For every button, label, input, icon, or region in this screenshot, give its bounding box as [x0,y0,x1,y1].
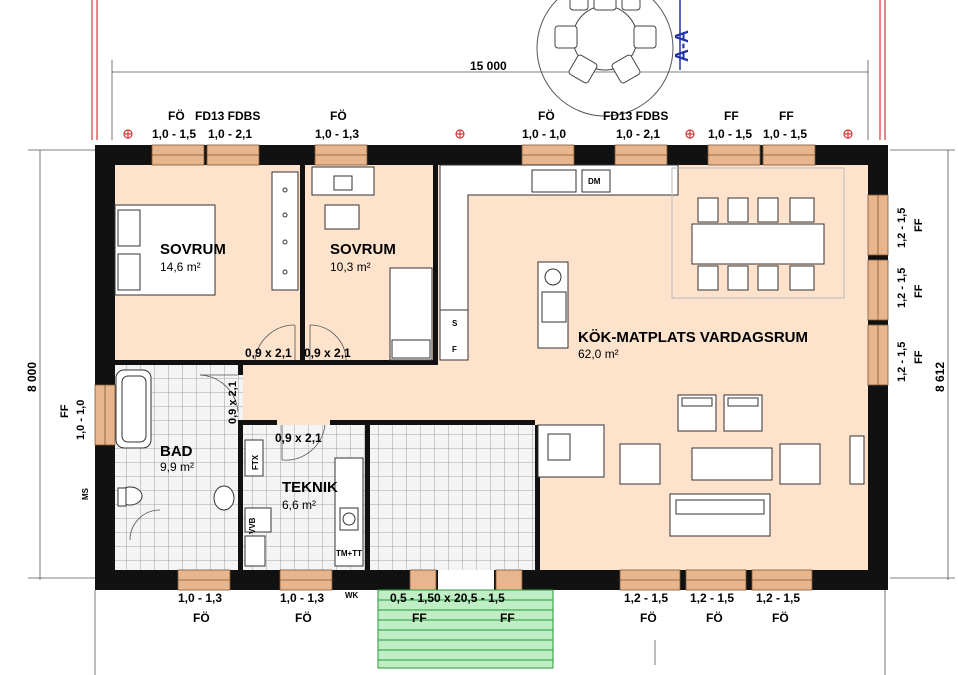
window-bottom-4-type: FÖ [706,610,723,625]
window-bottom-1-type: FÖ [193,610,210,625]
room-bad-name: BAD [160,443,193,460]
oven-f-label: F [452,345,457,354]
entrance-sizes: 0,5 - 1,50 x 20,5 - 1,5 [390,591,505,605]
window-right-3-size: 1,2 - 1,5 [896,342,908,382]
window-top-6-type: FF [724,109,739,123]
entrance-right-type: FF [500,611,515,625]
bottom-window-labels: 1,0 - 1,3 FÖ 1,0 - 1,3 FÖ 1,2 - 1,5 FÖ 1… [178,591,800,625]
window-left-type: FF [59,404,71,418]
vvb-label: VVB [248,517,257,534]
window-top-3-type: FÖ [330,108,347,123]
window-top-1-type: FÖ [168,108,185,123]
oven-s-label: S [452,319,458,328]
room-teknik-area: 6,6 m² [282,498,316,512]
dm-label: DM [588,177,601,186]
window-top-7-type: FF [779,109,794,123]
room-kok-area: 62,0 m² [578,347,619,361]
window-bottom-2-size: 1,0 - 1,3 [280,591,324,605]
room-bad-area: 9,9 m² [160,460,194,474]
outdoor-dining-set [536,0,674,117]
window-top-4-type: FÖ [538,108,555,123]
entrance-deck [377,589,554,669]
equipment-labels: FTX VVB TM+TT DM S F [248,177,601,558]
window-top-3-size: 1,0 - 1,3 [315,127,359,141]
room-sovrum-2-area: 10,3 m² [330,260,371,274]
room-kok-name: KÖK-MATPLATS VARDAGSRUM [578,329,808,346]
room-labels: SOVRUM 14,6 m² SOVRUM 10,3 m² KÖK-MATPLA… [160,241,808,512]
window-right-1-type: FF [913,218,925,232]
window-bottom-2-type: FÖ [295,610,312,625]
window-top-7-size: 1,0 - 1,5 [763,127,807,141]
left-height: 8 000 [25,362,39,392]
window-top-6-size: 1,0 - 1,5 [708,127,752,141]
room-teknik-name: TEKNIK [282,479,338,496]
tm-tt-label: TM+TT [336,549,362,558]
window-right-3-type: FF [913,350,925,364]
window-top-4-size: 1,0 - 1,0 [522,127,566,141]
overall-dimensions: 15 000 8 000 8 612 [25,59,947,392]
wk-label: WK [345,591,359,600]
window-right-2-type: FF [913,284,925,298]
window-bottom-1-size: 1,0 - 1,3 [178,591,222,605]
room-sovrum-1-area: 14,6 m² [160,260,201,274]
door-swings [129,324,347,541]
window-top-5-size: 1,0 - 2,1 [616,127,660,141]
window-top-1-size: 1,0 - 1,5 [152,127,196,141]
room-sovrum-2-name: SOVRUM [330,241,396,258]
section-marker: A-A [672,0,692,70]
ms-label: MS [81,487,90,500]
window-top-5-type: FD13 FDBS [603,109,668,123]
interior-walls [115,165,540,570]
window-left [94,384,116,446]
entrance-left-type: FF [412,611,427,625]
window-top-2-size: 1,0 - 2,1 [208,127,252,141]
dimension-lines [28,60,955,675]
ftx-label: FTX [251,454,260,470]
top-window-labels: FÖ 1,0 - 1,5 FD13 FDBS 1,0 - 2,1 FÖ 1,0 … [152,108,807,141]
site-boundary [91,0,886,140]
window-right-1-size: 1,2 - 1,5 [896,208,908,248]
door-bad-size: 0,9 x 2,1 [227,381,239,424]
window-bottom-5-type: FÖ [772,610,789,625]
door-sovrum-2-size: 0,9 x 2,1 [304,346,351,360]
window-right-2-size: 1,2 - 1,5 [896,268,908,308]
window-bottom-3-type: FÖ [640,610,657,625]
furniture [114,164,865,567]
right-window-labels: 1,2 - 1,5 FF 1,2 - 1,5 FF 1,2 - 1,5 FF [896,208,925,382]
door-sovrum-1-size: 0,9 x 2,1 [245,346,292,360]
window-bottom-4-size: 1,2 - 1,5 [690,591,734,605]
windows-bottom [177,569,813,591]
windows-top [151,144,816,166]
left-window-labels: 1,0 - 1,0 FF MS [59,400,90,500]
window-bottom-3-size: 1,2 - 1,5 [624,591,668,605]
overall-width: 15 000 [470,59,507,73]
room-sovrum-1-name: SOVRUM [160,241,226,258]
windows-right [867,194,889,386]
right-height: 8 612 [933,362,947,392]
door-labels: 0,9 x 2,1 0,9 x 2,1 0,9 x 2,1 0,9 x 2,1 [227,346,351,445]
window-bottom-5-size: 1,2 - 1,5 [756,591,800,605]
window-left-size: 1,0 - 1,0 [75,400,87,440]
window-top-2-type: FD13 FDBS [195,109,260,123]
section-label: A-A [672,30,692,62]
entrance-door-opening [438,570,494,590]
door-teknik-size: 0,9 x 2,1 [275,431,322,445]
